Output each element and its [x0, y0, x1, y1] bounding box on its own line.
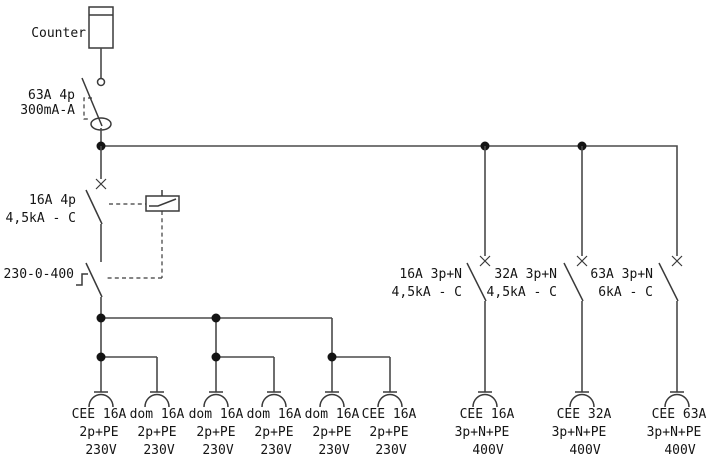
- bus-230v-drops: [100, 318, 333, 357]
- socket-outlet-230v-6: CEE 16A 2p+PE 230V: [362, 391, 417, 458]
- junction-dot: [327, 352, 337, 362]
- counter-box-icon: [88, 6, 114, 49]
- outlet-type-label: CEE 32A: [557, 407, 612, 422]
- outlet-voltage-label: 230V: [318, 443, 349, 458]
- outlet-voltage-label: 230V: [260, 443, 291, 458]
- main-bus: [96, 141, 678, 256]
- outlet-config-label: 3p+N+PE: [552, 425, 607, 440]
- socket-icon: [261, 391, 287, 408]
- outlet-voltage-label: 400V: [569, 443, 600, 458]
- outlet-voltage-label: 400V: [664, 443, 695, 458]
- outlet-type-label: CEE 16A: [362, 407, 417, 422]
- socket-outlet-400v-2: CEE 32A 3p+N+PE 400V: [552, 391, 612, 458]
- outlet-type-label: CEE 63A: [652, 407, 707, 422]
- socket-icon: [377, 391, 403, 408]
- feeder-1-rating: 16A 3p+N: [399, 267, 462, 282]
- feeder-breaker-32a: 32A 3p+N 4,5kA - C: [487, 255, 588, 392]
- feeder-2-breaking: 4,5kA - C: [487, 285, 557, 300]
- socket-outlet-230v-5: dom 16A 2p+PE 230V: [305, 391, 360, 458]
- junction-dot: [96, 313, 106, 323]
- outlet-type-label: dom 16A: [189, 407, 244, 422]
- voltage-selector-switch: 230-0-400: [4, 262, 103, 318]
- socket-icon: [88, 391, 114, 408]
- outlet-type-label: dom 16A: [305, 407, 360, 422]
- socket-icon: [319, 391, 345, 408]
- junction-dot: [211, 313, 221, 323]
- socket-icon: [569, 391, 595, 408]
- switch-blade-icon: [85, 262, 103, 298]
- outlet-voltage-label: 400V: [472, 443, 503, 458]
- rcd-test-linkage-icon: [83, 97, 92, 120]
- outlet-config-label: 2p+PE: [312, 425, 351, 440]
- outlet-voltage-label: 230V: [375, 443, 406, 458]
- voltage-selector-label: 230-0-400: [4, 267, 74, 282]
- socket-outlet-230v-3: dom 16A 2p+PE 230V: [189, 391, 244, 458]
- relay-contact-icon: [149, 198, 177, 207]
- outlet-config-label: 2p+PE: [79, 425, 118, 440]
- branch-wire: [101, 356, 158, 392]
- socket-outlet-230v-2: dom 16A 2p+PE 230V: [130, 391, 185, 458]
- terminal-x-icon: [479, 255, 491, 267]
- socket-icon: [144, 391, 170, 408]
- feeder-3-breaking: 6kA - C: [598, 285, 653, 300]
- feeder-3-rating: 63A 3p+N: [590, 267, 653, 282]
- counter-meter: Counter: [31, 6, 114, 78]
- socket-outlet-400v-3: CEE 63A CEE 63A 3p+N+PE 400V: [647, 391, 707, 458]
- main-rcd-rating: 63A 4p: [28, 88, 75, 103]
- breaker-blade-icon: [85, 189, 103, 225]
- control-link-dashed: [106, 211, 163, 279]
- distribution-bus-230v: [96, 313, 391, 392]
- breaker-blade-icon: [658, 262, 679, 302]
- outlet-config-label: 2p+PE: [369, 425, 408, 440]
- outlet-voltage-label: 230V: [85, 443, 116, 458]
- feeder-1-breaking: 4,5kA - C: [392, 285, 462, 300]
- outlet-type-label: dom 16A: [130, 407, 185, 422]
- relay-contact: [106, 190, 180, 279]
- terminal-x-icon: [671, 255, 683, 267]
- main-rcd-breaker: 63A 4p 300mA-A: [20, 77, 112, 146]
- feeder-breaker-16a: 16A 3p+N 4,5kA - C: [392, 255, 491, 392]
- socket-outlet-400v-1: CEE 16A 3p+N+PE 400V: [455, 391, 515, 458]
- outlet-config-label: 2p+PE: [196, 425, 235, 440]
- outlet-type-label: CEE 16A: [72, 407, 127, 422]
- breaker-terminal-icon: [96, 77, 106, 87]
- terminal-x-icon: [95, 178, 107, 190]
- terminal-x-icon: [576, 255, 588, 267]
- outlet-config-label: 3p+N+PE: [647, 425, 702, 440]
- outlet-type-label: dom 16A: [247, 407, 302, 422]
- branch-wire: [332, 356, 391, 392]
- branch-wire: [216, 356, 275, 392]
- junction-dot: [211, 352, 221, 362]
- sub-breaker-breaking: 4,5kA - C: [6, 211, 76, 226]
- sub-breaker-rating: 16A 4p: [29, 193, 76, 208]
- impulse-step-icon: [76, 273, 88, 286]
- outlet-config-label: 2p+PE: [137, 425, 176, 440]
- junction-dot: [96, 352, 106, 362]
- outlet-config-label: 3p+N+PE: [455, 425, 510, 440]
- main-rcd-sensitivity: 300mA-A: [20, 103, 75, 118]
- breaker-blade-icon: [466, 262, 487, 302]
- sub-breaker-16a: 16A 4p 4,5kA - C: [6, 146, 107, 262]
- outlet-type-label: CEE 16A: [460, 407, 515, 422]
- feeder-breaker-63a: 63A 3p+N 6kA - C: [590, 255, 683, 392]
- socket-outlet-230v-1: CEE 16A 2p+PE 230V: [72, 391, 127, 458]
- socket-outlet-230v-4: dom 16A 2p+PE 230V: [247, 391, 302, 458]
- outlet-voltage-label: 230V: [202, 443, 233, 458]
- breaker-blade-icon: [563, 262, 584, 302]
- outlet-voltage-label: 230V: [143, 443, 174, 458]
- outlet-config-label: 2p+PE: [254, 425, 293, 440]
- counter-label: Counter: [31, 26, 86, 41]
- feeder-2-rating: 32A 3p+N: [494, 267, 557, 282]
- socket-icon: [472, 391, 498, 408]
- socket-icon: [664, 391, 690, 408]
- branch-wire: [100, 357, 333, 392]
- main-bus-wire: [101, 145, 678, 256]
- socket-icon: [203, 391, 229, 408]
